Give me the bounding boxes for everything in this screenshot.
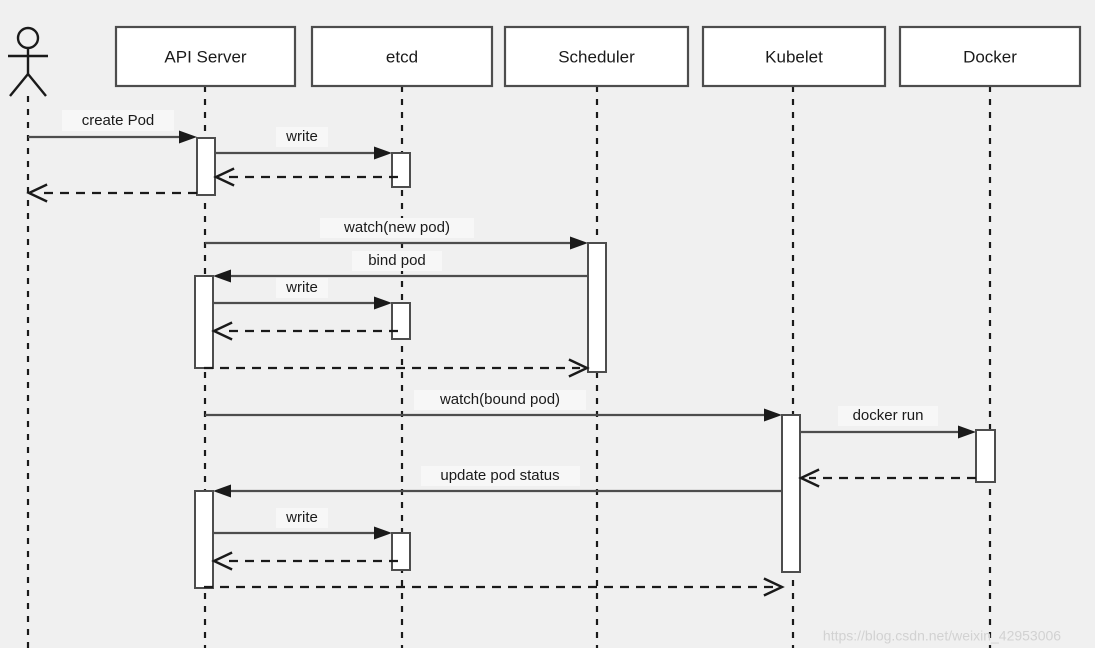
- activation-api-server-2: [194, 275, 214, 369]
- participant-box-kubelet[interactable]: [701, 25, 887, 88]
- message-bind-pod: bind pod: [213, 251, 588, 283]
- participant-label-etcd: etcd: [386, 47, 418, 66]
- participant-docker[interactable]: Docker: [898, 25, 1082, 648]
- participant-box-scheduler[interactable]: [503, 25, 690, 88]
- arrowhead-api-return-scheduler: [568, 358, 590, 378]
- message-api-return-kubelet: [204, 577, 785, 597]
- arrowhead-api-return-kubelet: [763, 577, 785, 597]
- message-etcd-return-2: [211, 321, 398, 341]
- arrowhead-write-2: [374, 296, 392, 310]
- message-label-watch-bound-pod: watch(bound pod): [439, 391, 560, 408]
- label-bg-docker-run: [838, 406, 938, 426]
- message-docker-run: docker run: [800, 406, 976, 439]
- message-write-3: write: [213, 508, 392, 540]
- message-label-update-pod-status: update pod status: [440, 467, 559, 484]
- message-label-write-2: write: [285, 279, 318, 296]
- participant-label-kubelet: Kubelet: [765, 47, 823, 66]
- message-docker-return: [798, 468, 976, 488]
- participant-scheduler[interactable]: Scheduler: [503, 25, 690, 648]
- activation-etcd-3: [391, 532, 411, 571]
- message-label-write-3: write: [285, 509, 318, 526]
- actor-leg-left-icon: [9, 73, 29, 97]
- label-bg-write-2: [276, 278, 328, 298]
- message-label-docker-run: docker run: [853, 407, 924, 424]
- activation-scheduler-1: [587, 242, 607, 373]
- activation-etcd-1: [391, 152, 411, 188]
- message-label-watch-new-pod: watch(new pod): [343, 219, 450, 236]
- label-bg-update-pod-status: [421, 466, 580, 486]
- arrowhead-api-return-actor: [26, 183, 48, 203]
- activation-docker-1: [975, 429, 996, 483]
- message-write-1: write: [215, 127, 392, 160]
- arrowhead-update-pod-status: [213, 484, 231, 498]
- message-watch-bound-pod: watch(bound pod): [205, 390, 782, 422]
- message-create-pod: create Pod: [28, 110, 197, 144]
- activation-api-server-1: [196, 137, 216, 196]
- message-etcd-return-3: [211, 551, 398, 571]
- label-bg-create-pod: [62, 110, 174, 131]
- message-api-return-scheduler: [204, 358, 590, 378]
- participant-label-scheduler: Scheduler: [558, 47, 635, 66]
- arrowhead-docker-return: [798, 468, 820, 488]
- arrowhead-bind-pod: [213, 269, 231, 283]
- label-bg-bind-pod: [352, 251, 442, 271]
- watermark-label: https://blog.csdn.net/weixin_42953006: [823, 628, 1061, 644]
- message-update-pod-status: update pod status: [213, 466, 782, 498]
- message-label-create-pod: create Pod: [82, 112, 155, 129]
- label-bg-watch-bound-pod: [414, 390, 586, 410]
- label-bg-write-1: [276, 127, 328, 147]
- arrowhead-etcd-return-3: [211, 551, 233, 571]
- message-label-bind-pod: bind pod: [368, 252, 426, 269]
- activation-kubelet-1: [781, 414, 801, 573]
- arrowhead-write-3: [374, 526, 392, 540]
- message-api-return-actor: [26, 183, 197, 203]
- participant-box-docker[interactable]: [898, 25, 1082, 88]
- actor-leg-right-icon: [27, 73, 47, 97]
- participant-label-docker: Docker: [963, 47, 1017, 66]
- participant-label-api-server: API Server: [164, 47, 247, 66]
- actor-head-icon: [16, 26, 40, 50]
- activation-etcd-2: [391, 302, 411, 340]
- label-bg-watch-new-pod: [320, 218, 474, 238]
- message-write-2: write: [213, 278, 392, 310]
- user-actor: [8, 26, 48, 648]
- arrowhead-docker-run: [958, 425, 976, 439]
- arrowhead-watch-bound-pod: [764, 408, 782, 422]
- arrowhead-create-pod: [179, 130, 197, 144]
- arrowhead-etcd-return-1: [213, 167, 235, 187]
- activation-api-server-3: [194, 490, 214, 589]
- arrowhead-watch-new-pod: [570, 236, 588, 250]
- arrowhead-write-1: [374, 146, 392, 160]
- message-label-write-1: write: [285, 128, 318, 145]
- message-etcd-return-1: [213, 167, 398, 187]
- label-bg-write-3: [276, 508, 328, 528]
- diagram-background: [0, 0, 1095, 648]
- arrowhead-etcd-return-2: [211, 321, 233, 341]
- participant-box-etcd[interactable]: [310, 25, 494, 88]
- participant-box-api-server[interactable]: [114, 25, 297, 88]
- message-watch-new-pod: watch(new pod): [205, 218, 588, 250]
